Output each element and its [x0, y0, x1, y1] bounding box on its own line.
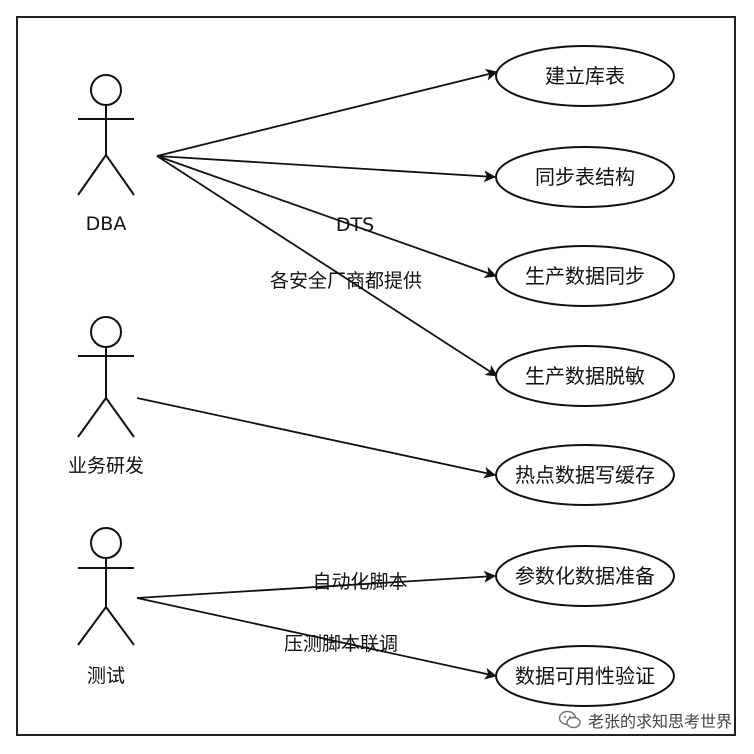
edge-dev-uc5: [136, 397, 496, 479]
diagram-frame: [16, 16, 736, 736]
edge-label-dts: DTS: [336, 214, 374, 236]
use-case-uc6: 参数化数据准备: [495, 545, 675, 607]
use-case-label: 同步表结构: [535, 165, 635, 189]
watermark: 老张的求知思考世界: [557, 708, 732, 732]
use-case-uc3: 生产数据同步: [495, 245, 675, 307]
use-case-label: 数据可用性验证: [515, 664, 655, 688]
use-case-label: 热点数据写缓存: [515, 463, 655, 487]
actor-label-test: 测试: [87, 665, 125, 687]
actor-label-dev: 业务研发: [68, 455, 144, 477]
use-case-label: 生产数据脱敏: [525, 364, 645, 388]
edge-label-auto-script: 自动化脚本: [312, 571, 407, 593]
edge-label-stress-script: 压测脚本联调: [284, 633, 398, 655]
use-case-uc4: 生产数据脱敏: [495, 345, 675, 407]
use-case-uc2: 同步表结构: [495, 146, 675, 208]
edge-dba-uc4: [156, 155, 498, 377]
use-case-label: 建立库表: [545, 64, 625, 88]
actor-dba: [77, 74, 135, 196]
edge-test-uc6: [136, 570, 496, 599]
actor-label-dba: DBA: [86, 213, 127, 235]
use-case-uc1: 建立库表: [495, 45, 675, 107]
use-case-label: 生产数据同步: [525, 264, 645, 288]
edge-label-vendors: 各安全厂商都提供: [270, 270, 422, 292]
actor-test: [77, 527, 135, 646]
edge-dba-uc2: [156, 155, 496, 183]
edge-dba-uc1: [156, 68, 498, 157]
use-case-label: 参数化数据准备: [515, 564, 655, 588]
use-case-uc7: 数据可用性验证: [495, 645, 675, 707]
wechat-icon: [558, 710, 581, 729]
use-case-uc5: 热点数据写缓存: [495, 444, 675, 506]
watermark-text: 老张的求知思考世界: [587, 712, 732, 731]
actor-dev: [77, 316, 135, 438]
edge-test-uc7: [136, 597, 497, 680]
edge-dba-uc3: [156, 155, 497, 278]
